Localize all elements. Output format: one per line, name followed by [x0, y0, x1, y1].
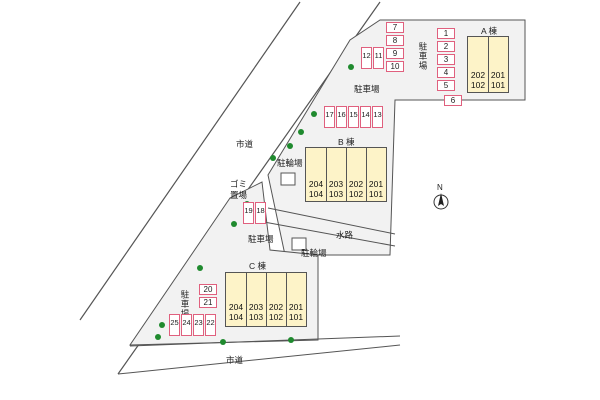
room-number: 204 — [228, 302, 244, 312]
room-number: 201 — [288, 302, 304, 312]
parking-space: 4 — [437, 67, 455, 78]
parking-space: 20 — [199, 284, 217, 295]
waterway-edge-top — [267, 207, 396, 235]
parking-space: 22 — [205, 314, 216, 336]
parking-space: 6 — [444, 95, 462, 106]
bicycle-shed-upper — [280, 172, 296, 186]
room-number: 102 — [470, 80, 486, 90]
parking-space: 21 — [199, 297, 217, 308]
north-label: N — [437, 183, 443, 192]
waterway-label: 水路 — [336, 230, 354, 240]
room-number: 203 — [248, 302, 264, 312]
city-road-edge-left — [79, 1, 301, 321]
tree — [155, 334, 161, 340]
parking-space: 24 — [181, 314, 192, 336]
unit-divider — [266, 273, 267, 326]
room-number: 101 — [490, 80, 506, 90]
parking-label-middle: 駐車場 — [354, 84, 380, 94]
unit-divider — [326, 148, 327, 201]
city-road-label-lower: 市道 — [226, 355, 244, 365]
garbage-label-line2: 置場 — [230, 190, 248, 200]
room-number: 102 — [268, 312, 284, 322]
bicycle-parking-label-upper: 駐輪場 — [277, 158, 303, 168]
building-a-label: A 棟 — [481, 26, 498, 36]
parking-space: 15 — [348, 106, 359, 128]
room-number: 202 — [348, 179, 364, 189]
building-b: 204 203 202 201 104 103 102 101 — [305, 147, 387, 202]
unit-divider — [246, 273, 247, 326]
parking-label-lower-middle: 駐車場 — [248, 234, 274, 244]
tree — [288, 337, 294, 343]
parking-space: 10 — [386, 61, 404, 72]
parking-space: 17 — [324, 106, 335, 128]
room-number: 201 — [368, 179, 384, 189]
lower-road-edge — [117, 344, 401, 375]
tree — [348, 64, 354, 70]
parking-label-c: 駐車場 — [180, 290, 190, 319]
unit-divider — [488, 37, 489, 92]
parking-space: 16 — [336, 106, 347, 128]
parking-space: 19 — [243, 202, 254, 224]
parking-space: 8 — [386, 35, 404, 46]
tree — [311, 111, 317, 117]
lower-road-edge-inner — [129, 335, 401, 347]
north-arrow — [433, 193, 449, 210]
building-a: 202 201 102 101 — [467, 36, 509, 93]
parking-space: 1 — [437, 28, 455, 39]
bicycle-shed-lower — [291, 237, 307, 251]
tree — [287, 143, 293, 149]
building-c-label: C 棟 — [249, 261, 267, 271]
parking-space: 9 — [386, 48, 404, 59]
room-number: 203 — [328, 179, 344, 189]
parking-label-top: 駐車場 — [418, 42, 428, 71]
unit-divider — [366, 148, 367, 201]
parking-space: 23 — [193, 314, 204, 336]
room-number: 201 — [490, 70, 506, 80]
parking-space: 3 — [437, 54, 455, 65]
room-number: 101 — [368, 189, 384, 199]
parking-space: 12 — [361, 47, 372, 69]
parking-space: 11 — [373, 47, 384, 69]
parking-space: 25 — [169, 314, 180, 336]
room-number: 204 — [308, 179, 324, 189]
room-number: 202 — [470, 70, 486, 80]
room-number: 104 — [308, 189, 324, 199]
parking-space: 14 — [360, 106, 371, 128]
tree — [159, 322, 165, 328]
building-c: 204 203 202 201 104 103 102 101 — [225, 272, 307, 327]
garbage-label-line1: ゴミ — [230, 179, 248, 189]
room-number: 103 — [248, 312, 264, 322]
room-number: 202 — [268, 302, 284, 312]
bicycle-parking-label-lower: 駐輪場 — [301, 248, 327, 258]
tree — [220, 339, 226, 345]
parking-space: 5 — [437, 80, 455, 91]
room-number: 104 — [228, 312, 244, 322]
tree — [231, 221, 237, 227]
waterway-edge-bottom — [263, 221, 396, 247]
parking-space: 2 — [437, 41, 455, 52]
room-number: 103 — [328, 189, 344, 199]
city-road-label-upper: 市道 — [236, 139, 254, 149]
parking-space: 7 — [386, 22, 404, 33]
room-number: 101 — [288, 312, 304, 322]
tree — [298, 129, 304, 135]
unit-divider — [286, 273, 287, 326]
tree — [197, 265, 203, 271]
unit-divider — [346, 148, 347, 201]
parking-space: 13 — [372, 106, 383, 128]
parking-space: 18 — [255, 202, 266, 224]
building-b-label: B 棟 — [338, 137, 355, 147]
tree — [270, 155, 276, 161]
room-number: 102 — [348, 189, 364, 199]
